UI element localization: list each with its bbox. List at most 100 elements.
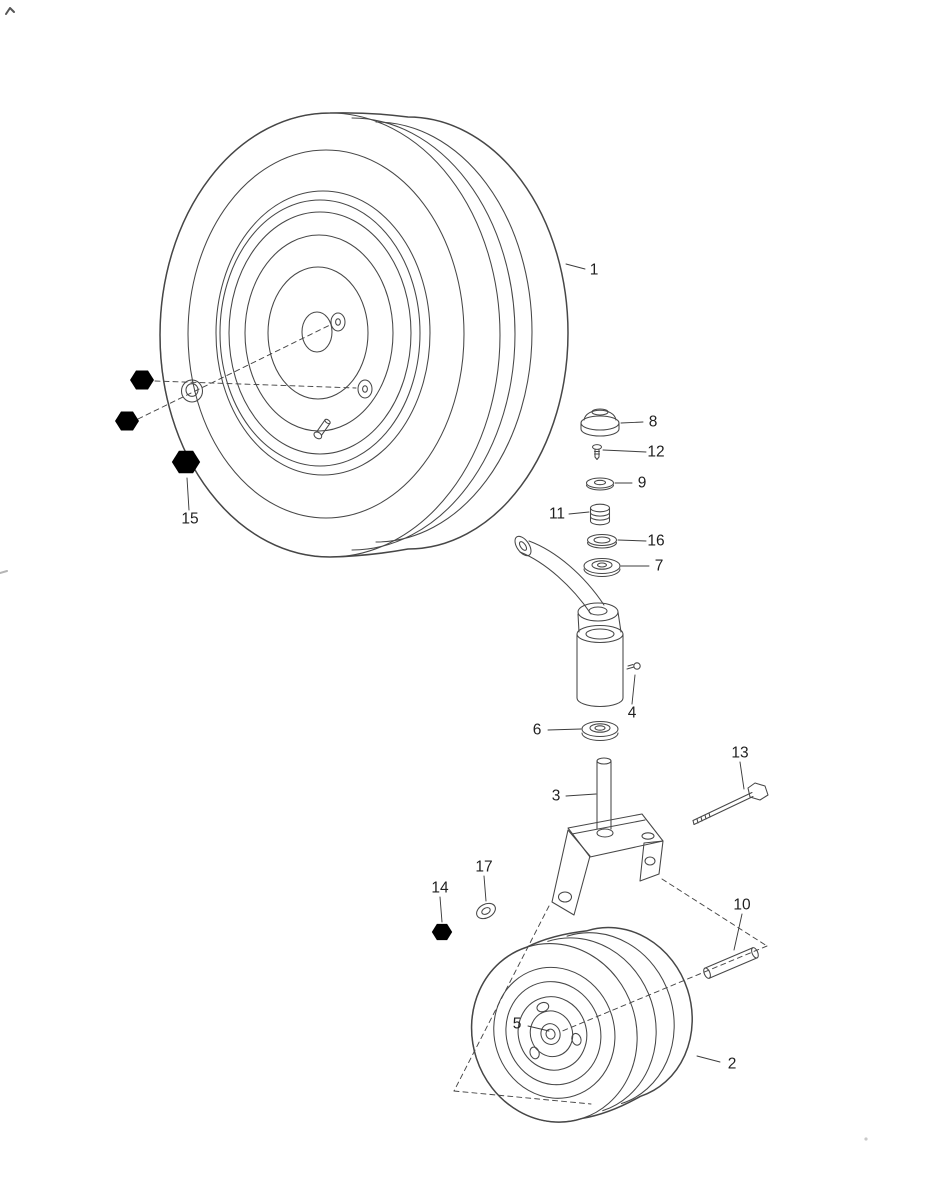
diagram-art: 1 2 3 4 5 6 7 [0, 7, 868, 1141]
callout-11-label: 11 [549, 506, 565, 523]
hub-center [301, 311, 333, 353]
small-hub-dish [529, 1010, 574, 1058]
callout-3-label: 3 [552, 788, 561, 805]
large-tire-wheel-assembly [159, 112, 569, 558]
callout-3: 3 [552, 788, 597, 805]
tire-silhouette [159, 112, 569, 558]
caster-arm [514, 535, 622, 633]
small-tread-contour-2 [566, 932, 675, 1105]
assembly-projection-lines [453, 878, 768, 1105]
fork-right-axle-hole [644, 856, 656, 866]
fork-left-axle-hole [557, 891, 573, 903]
callout-13: 13 [731, 745, 749, 790]
arm-boss-hole [588, 606, 608, 616]
sidewall-ring-inner [215, 190, 431, 476]
hub-bolt-hole-1 [330, 312, 346, 332]
callout-15: 15 [181, 477, 199, 528]
hub-bolt-hole-2 [357, 379, 373, 399]
callout-2: 2 [696, 1056, 737, 1073]
callout-7-label: 7 [655, 558, 664, 575]
small-hub-bore [545, 1028, 556, 1040]
callout-12-label: 12 [647, 444, 664, 461]
tire-left-face [159, 112, 501, 558]
callout-10-label: 10 [733, 897, 751, 914]
callout-1-label: 1 [590, 262, 599, 279]
hub-dish [267, 266, 369, 400]
screw-part-12 [591, 444, 603, 461]
scan-mark-top-left [5, 7, 15, 15]
callout-9: 9 [614, 475, 647, 492]
callout-4-label: 4 [628, 705, 637, 722]
small-tread-contour-1 [547, 937, 657, 1112]
callout-6: 6 [533, 722, 582, 739]
callout-17-label: 17 [475, 859, 492, 876]
callout-12: 12 [602, 444, 665, 461]
small-rim-edge [505, 981, 602, 1086]
rim-drop-ring [244, 234, 394, 432]
washer-part-16 [586, 533, 618, 549]
callout-14-label: 14 [431, 880, 449, 897]
small-sidewall-ring [493, 966, 616, 1099]
small-hub-part-5 [540, 1023, 561, 1046]
washer-part-17 [476, 902, 496, 920]
callout-2-label: 2 [728, 1056, 737, 1073]
callout-5: 5 [513, 1016, 550, 1033]
spacer-tube-part-10 [703, 947, 759, 979]
small-tire-left-face [471, 943, 638, 1123]
callout-5-label: 5 [513, 1016, 522, 1033]
bushing-part-11 [589, 503, 611, 526]
bolt-head [747, 782, 769, 801]
valve-stem [313, 418, 331, 440]
grease-screw-part-4 [626, 662, 641, 670]
lug-nut-b [115, 411, 139, 431]
scan-artifacts [0, 7, 868, 1141]
small-rim-inner [517, 996, 588, 1071]
lug-alignment-line-2 [154, 380, 357, 389]
lug-nut-group [115, 324, 357, 474]
rim-flange-inner [228, 211, 412, 455]
callout-10: 10 [733, 897, 751, 951]
callout-13-label: 13 [731, 745, 748, 762]
lug-nut-a [130, 370, 154, 390]
tread-contour-2 [375, 121, 533, 543]
callout-16-label: 16 [647, 533, 664, 550]
callout-16: 16 [617, 533, 665, 550]
fork-top-bolt-hole [641, 832, 655, 840]
caster-fork [551, 813, 664, 916]
callouts: 1 2 3 4 5 6 7 [181, 262, 751, 1073]
caster-sleeve [576, 624, 641, 707]
callout-8-label: 8 [649, 414, 658, 431]
rim-vent-slot-1 [536, 1001, 550, 1013]
small-caster-wheel [470, 926, 693, 1123]
callout-7: 7 [620, 558, 664, 575]
hub-bolt-hole-1-chamfer [335, 318, 341, 326]
scan-mark-left-edge [0, 570, 8, 574]
rim-vent-slot-2 [529, 1046, 540, 1060]
callout-17: 17 [475, 859, 493, 902]
lug-nut-15 [171, 450, 201, 474]
callout-1: 1 [565, 262, 599, 279]
bearing-part-6 [581, 720, 619, 742]
callout-11: 11 [549, 506, 590, 523]
sidewall-ring-outer [187, 149, 465, 519]
spindle-part-3 [596, 757, 612, 830]
cap-part-8 [580, 408, 620, 437]
callout-6-label: 6 [533, 722, 542, 739]
axle-bolt-part-13 [692, 782, 769, 826]
lug-alignment-line-1 [137, 324, 331, 420]
callout-14: 14 [431, 880, 449, 923]
callout-9-label: 9 [638, 475, 647, 492]
bearing-part-7 [583, 557, 621, 578]
washer-part-9 [585, 477, 615, 491]
nut-part-14 [431, 923, 453, 941]
arm-boss [577, 602, 619, 622]
rim-vent-slot-3 [571, 1032, 582, 1046]
tread-contour-1 [351, 117, 516, 551]
fork-spindle-hole [596, 828, 614, 838]
callout-15-label: 15 [181, 511, 198, 528]
callout-8: 8 [620, 414, 658, 431]
hub-bolt-hole-2-chamfer [362, 385, 368, 393]
rim-flange-outer [219, 199, 421, 467]
